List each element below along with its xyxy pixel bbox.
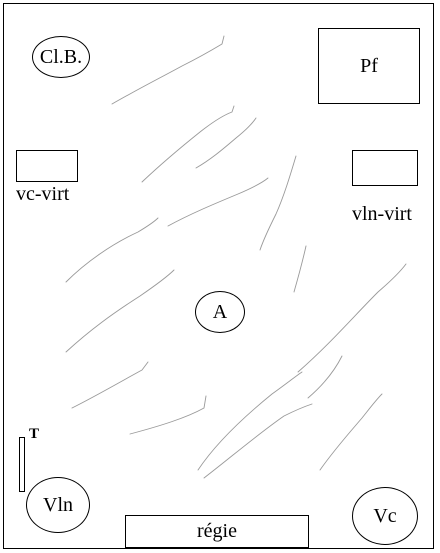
trace-4 bbox=[259, 155, 297, 251]
trace-13 bbox=[197, 371, 303, 471]
trace-11 bbox=[307, 355, 343, 399]
trace-6 bbox=[65, 217, 159, 283]
trace-5 bbox=[167, 177, 269, 227]
piano-label: Pf bbox=[360, 54, 378, 77]
a-circle: A bbox=[195, 291, 245, 333]
cello-circle: Vc bbox=[352, 487, 418, 545]
regie-box: régie bbox=[125, 515, 309, 548]
vc-virt-label: vc-virt bbox=[16, 183, 70, 205]
trace-15 bbox=[319, 393, 383, 471]
piano-box: Pf bbox=[318, 28, 420, 104]
trace-9 bbox=[297, 263, 407, 373]
regie-label: régie bbox=[197, 520, 237, 542]
vln-virt-label: vln-virt bbox=[352, 203, 412, 225]
t-label: T bbox=[29, 426, 40, 442]
trace-10 bbox=[71, 361, 149, 409]
cello-label: Vc bbox=[373, 504, 397, 527]
t-bar bbox=[19, 437, 25, 492]
trace-2 bbox=[141, 105, 235, 183]
trace-3 bbox=[195, 117, 257, 169]
trace-7 bbox=[293, 245, 307, 293]
trace-8 bbox=[65, 269, 175, 353]
trace-14 bbox=[203, 403, 313, 479]
trace-1 bbox=[111, 35, 225, 105]
clarinet-label: Cl.B. bbox=[39, 45, 83, 68]
a-label: A bbox=[212, 300, 228, 323]
trace-12 bbox=[129, 395, 207, 435]
violin-label: Vln bbox=[43, 493, 73, 516]
stage-frame bbox=[3, 3, 434, 549]
vc-virt-box bbox=[16, 150, 78, 182]
clarinet-circle: Cl.B. bbox=[32, 36, 90, 78]
violin-circle: Vln bbox=[26, 477, 90, 533]
vln-virt-box bbox=[352, 150, 418, 186]
